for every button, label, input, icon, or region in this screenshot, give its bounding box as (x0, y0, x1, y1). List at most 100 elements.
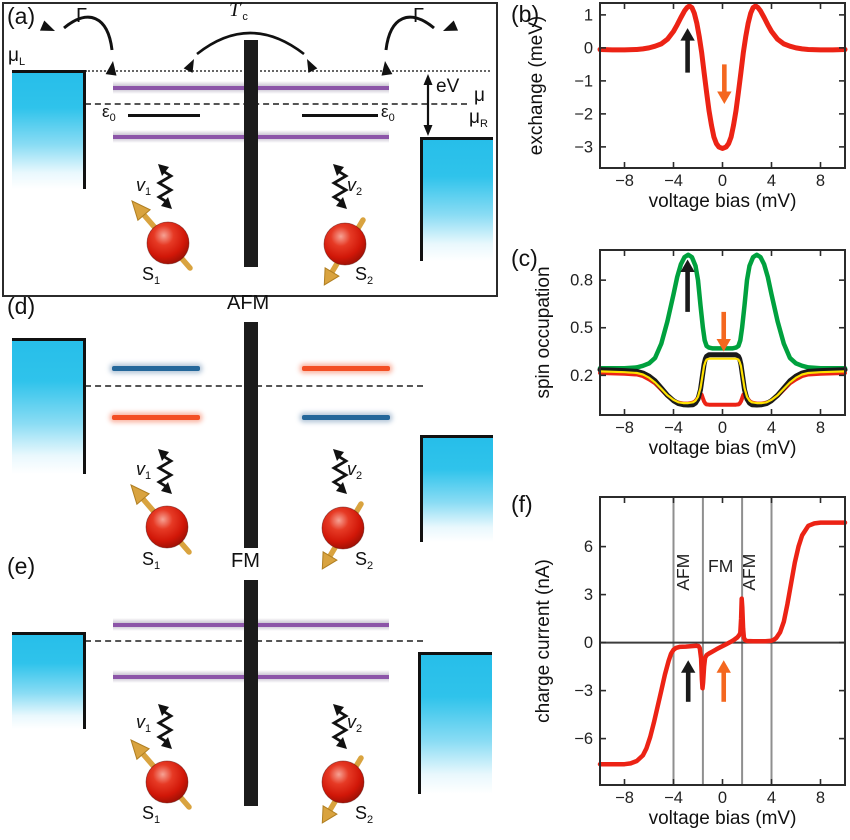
panel-label-c: (c) (511, 245, 538, 271)
v2-label-e: v2 (347, 712, 363, 735)
x-tick-label: 4 (767, 789, 776, 807)
y-axis-title: charge current (nA) (533, 559, 554, 723)
axes-box (599, 496, 846, 786)
s1-label-d: S1 (142, 549, 161, 572)
panel-label-f: (f) (511, 491, 533, 517)
x-tick-label: 4 (767, 172, 776, 190)
mu-right-label: μR (469, 107, 488, 130)
s2-label-d: S2 (355, 549, 374, 572)
s1-label-e: S1 (142, 803, 161, 826)
gamma-label-left: Γ (76, 5, 88, 27)
x-tick-label: −8 (615, 419, 634, 437)
region-label-afm: AFM (673, 554, 693, 591)
v1-label-a: v1 (136, 175, 152, 198)
x-tick-label: 8 (816, 172, 825, 190)
tc-coupling-label: T′c (229, 0, 248, 23)
y-tick-label: 3 (584, 586, 593, 604)
y-tick-label: 0 (584, 39, 593, 57)
x-tick-label: −8 (615, 172, 634, 190)
s2-label-e: S2 (355, 803, 374, 826)
panel-label-e: (e) (7, 553, 36, 579)
x-tick-label: −8 (615, 789, 634, 807)
y-tick-label: 0.8 (570, 272, 593, 290)
panel-a-frame (2, 2, 498, 297)
epsilon0-level-left (128, 114, 200, 117)
mu-label: μ (474, 85, 485, 106)
level-red-upper-right-d (302, 366, 390, 371)
y-tick-label: −1 (574, 72, 593, 90)
y-axis-title: exchange (meV) (526, 16, 547, 155)
panel-label-b: (b) (511, 1, 540, 27)
y-tick-label: 0 (584, 634, 593, 652)
spin-sphere-s1-e (131, 740, 189, 807)
vibration-zigzag-v1-d (156, 447, 174, 496)
tunnel-barrier-e (244, 580, 258, 806)
mu-left-dotted-line (85, 70, 490, 72)
x-tick-label: −4 (664, 172, 683, 190)
epsilon0-level-right (302, 114, 378, 117)
y-tick-label: 1 (584, 6, 593, 24)
up-arrow-head (680, 28, 695, 41)
gamma-label-right: Γ (413, 5, 425, 27)
x-axis-title: voltage bias (mV) (649, 808, 797, 829)
x-tick-label: 8 (816, 789, 825, 807)
series-yellow-occupation (598, 357, 847, 405)
spin-sphere-s1-d (131, 485, 189, 552)
region-label-afm: AFM (739, 554, 759, 591)
lead-left-a (12, 70, 86, 189)
lead-right-a (420, 137, 493, 261)
panel-label-d: (d) (7, 293, 36, 319)
x-tick-label: −4 (664, 419, 683, 437)
epsilon0-label-left: ε0 (102, 102, 116, 124)
y-tick-label: 6 (584, 538, 593, 556)
axes-box (599, 249, 846, 416)
lead-right-d (420, 435, 493, 542)
series-charge-current (597, 520, 848, 767)
x-axis-title: voltage bias (mV) (649, 191, 797, 212)
s2-label-a: S2 (355, 264, 374, 287)
x-tick-label: 0 (718, 789, 727, 807)
ev-label: eV (436, 76, 460, 97)
lead-left-d (12, 338, 86, 474)
x-axis-title: voltage bias (mV) (649, 438, 797, 459)
s1-label-a: S1 (142, 264, 161, 287)
level-red-lower-left-d (112, 415, 200, 420)
x-tick-label: 8 (816, 419, 825, 437)
series-red-occupation (598, 371, 847, 407)
lead-left-e (12, 632, 86, 729)
panel-label-a: (a) (7, 3, 36, 29)
axes-box (599, 2, 846, 169)
y-tick-label: −3 (574, 682, 593, 700)
v2-label-d: v2 (347, 459, 363, 482)
series-exchange (597, 3, 848, 151)
y-tick-label: 0.5 (570, 319, 593, 337)
v2-label-a: v2 (347, 175, 363, 198)
down-arrow-head (716, 339, 731, 352)
y-tick-label: −6 (574, 730, 593, 748)
tunnel-barrier-a (244, 40, 258, 267)
y-tick-label: −3 (574, 138, 593, 156)
series-black-occupation (597, 352, 848, 408)
up-arrow-head (681, 660, 696, 673)
mu-left-label: μL (8, 45, 26, 68)
y-axis-title: spin occupation (533, 266, 554, 398)
lead-right-e (418, 652, 492, 794)
y-tick-label: 0.2 (570, 367, 593, 385)
down-arrow-head (717, 91, 732, 104)
x-tick-label: 0 (718, 419, 727, 437)
vibration-zigzag-v2-d (331, 447, 349, 496)
fm-barrier-label: FM (231, 550, 260, 572)
epsilon0-label-right: ε0 (381, 102, 395, 124)
chemical-potential-dashed-line-a (85, 103, 467, 105)
series-green-occupation (597, 252, 848, 371)
y-tick-label: −2 (574, 105, 593, 123)
tunnel-barrier-d (244, 322, 258, 548)
vibration-zigzag-v1-e (156, 702, 174, 751)
vibration-zigzag-v2-e (331, 702, 349, 751)
level-blue-lower-right-d (302, 415, 390, 420)
v1-label-d: v1 (136, 459, 152, 482)
